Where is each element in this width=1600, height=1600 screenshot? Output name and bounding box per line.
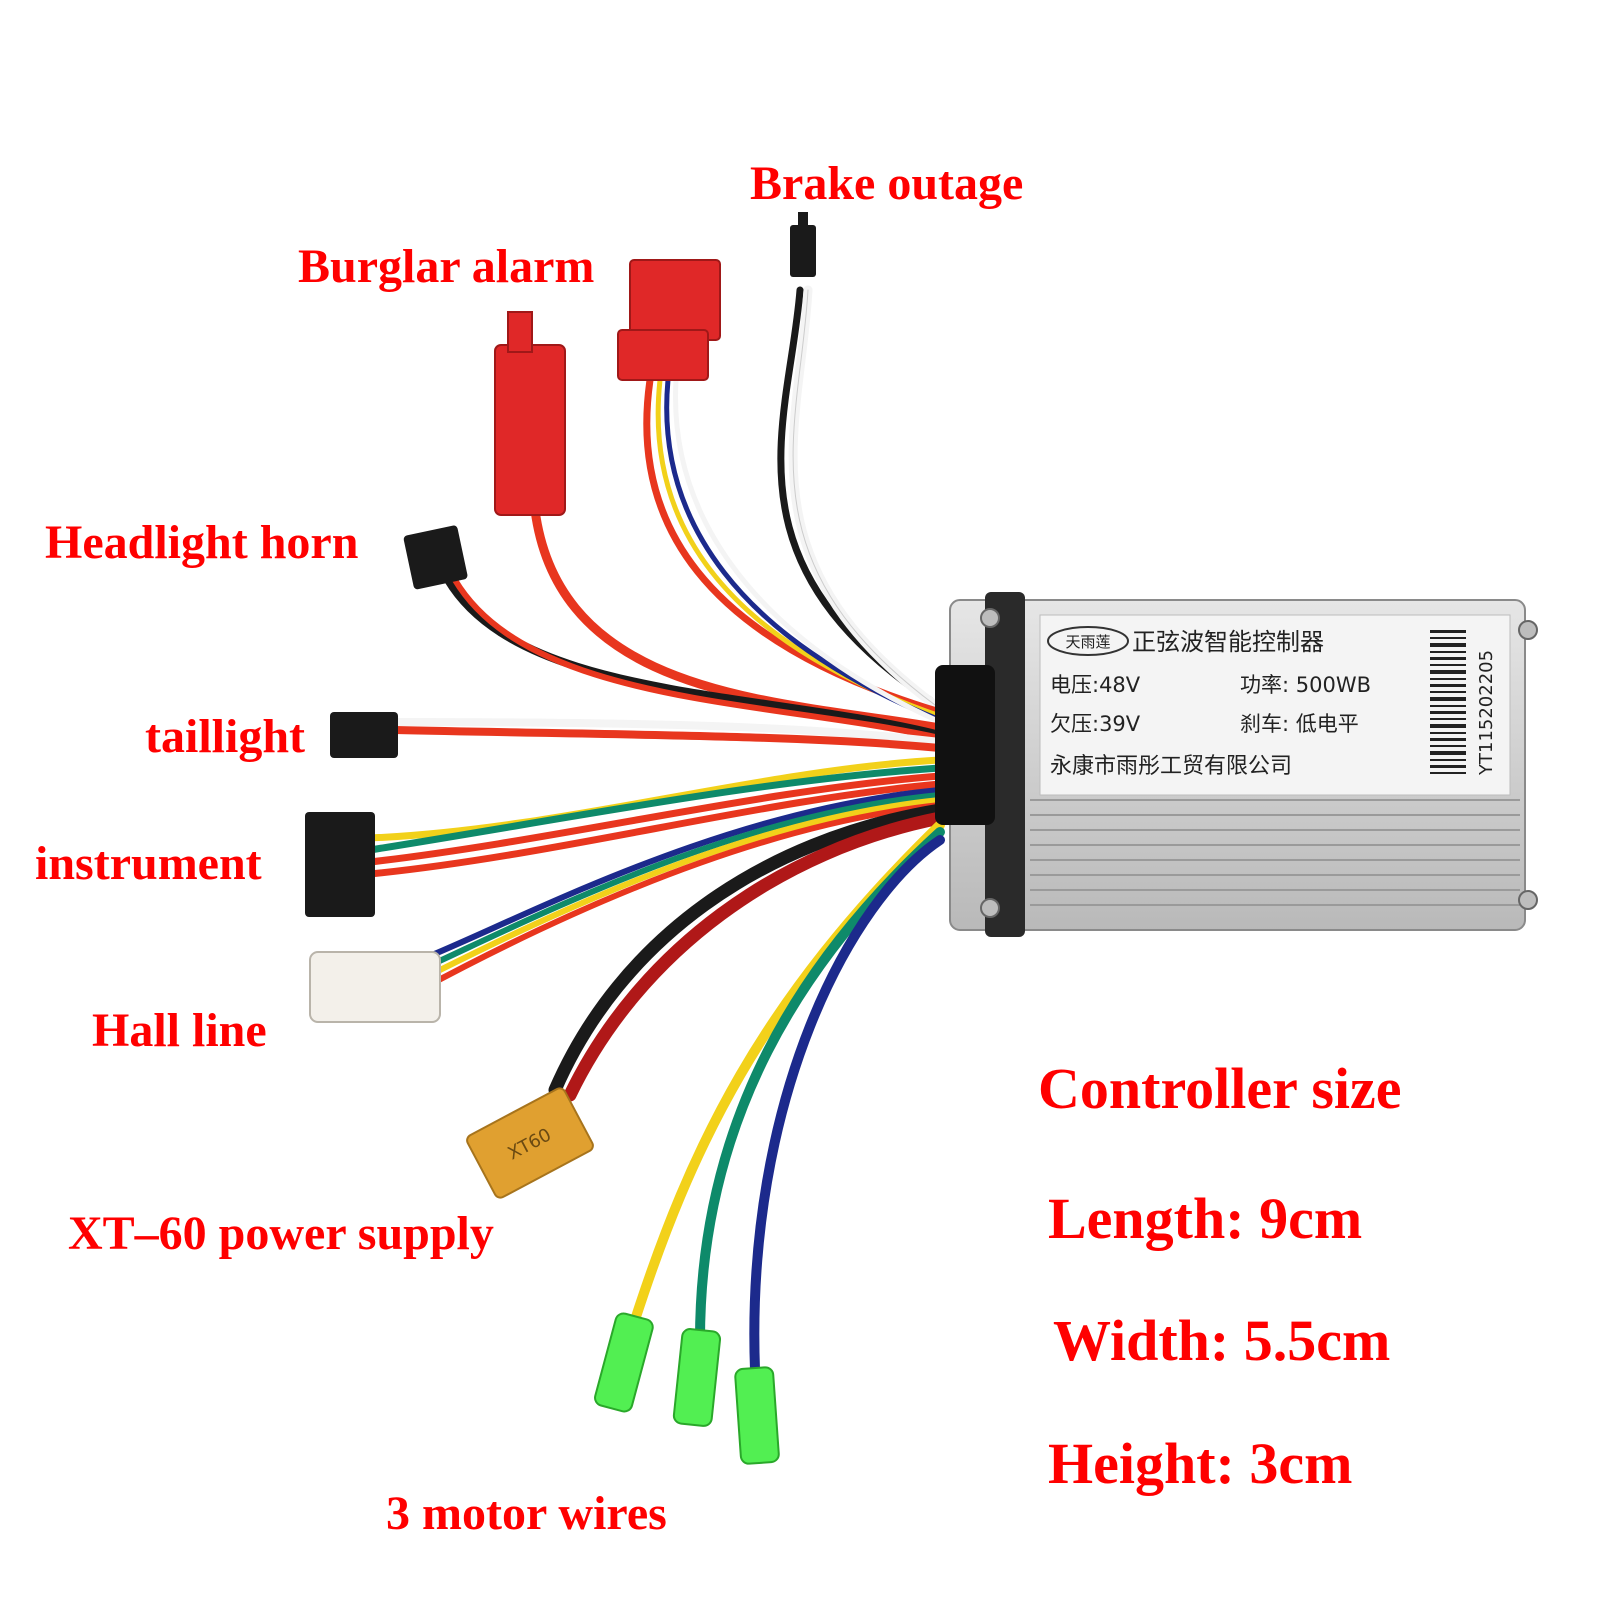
size-length: Length: 9cm [1048,1186,1363,1251]
barcode [1430,630,1466,774]
screw [980,608,1000,628]
burglar-alarm-connector [617,259,721,381]
label-power-supply: XT–60 power supply [68,1207,494,1260]
label-brake-outage: Brake outage [750,157,1024,210]
brand-logo [1047,626,1129,656]
motor-connectors [594,1312,780,1465]
brake-connector [790,212,816,277]
screw [980,898,1000,918]
brand-logo-text: 天雨莲 [1065,633,1110,651]
sticker-company: 永康市雨彤工贸有限公司 [1050,754,1292,779]
hall-connector [309,951,441,1023]
wire-bundle [366,285,947,1375]
label-instrument: instrument [35,837,262,890]
taillight-connector [330,712,398,758]
size-width: Width: 5.5cm [1053,1308,1391,1373]
sticker-voltage: 电压:48V [1050,673,1141,697]
label-headlight-horn: Headlight horn [45,516,359,569]
controller-body: 天雨莲 正弦波智能控制器 电压:48V 功率: 500WB 欠压:39V 刹车:… [935,592,1538,937]
serial-number: YT115202205 [1476,650,1497,776]
screw [1518,620,1538,640]
headlight-horn-connector [403,525,468,590]
size-height: Height: 3cm [1048,1431,1353,1496]
sticker-power: 功率: 500WB [1240,673,1371,697]
red-alarm-plug [494,311,566,516]
label-motor-wires: 3 motor wires [386,1487,667,1540]
heatsink-fins [1030,799,1520,906]
screw [1518,890,1538,910]
label-taillight: taillight [145,710,306,763]
xt60-connector: XT60 [466,1087,594,1199]
label-hall-line: Hall line [92,1004,267,1057]
size-title: Controller size [1038,1056,1402,1121]
sticker-undervoltage: 欠压:39V [1050,712,1141,736]
label-burglar-alarm: Burglar alarm [298,240,595,293]
instrument-connector [305,812,375,917]
sticker-brake: 刹车: 低电平 [1240,712,1359,736]
sticker-title: 正弦波智能控制器 [1132,628,1324,656]
wire-grommet [935,665,995,825]
